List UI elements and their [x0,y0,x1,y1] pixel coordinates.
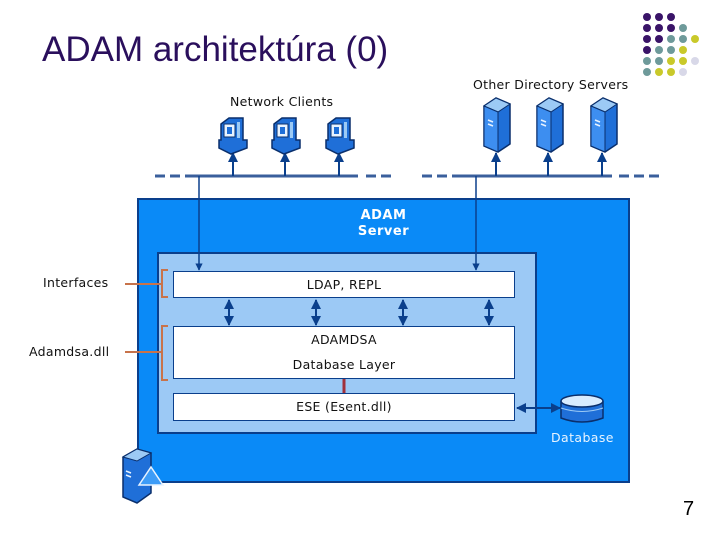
directory-server-icon [589,97,619,153]
server-title-line2: Server [357,224,410,239]
decorative-dot-grid [643,13,699,76]
other-directory-servers-label: Other Directory Servers [473,77,629,92]
network-client-icon [218,117,248,155]
server-title-line1: ADAM [360,208,407,223]
ldap-repl-layer: LDAP, REPL [173,271,515,298]
adamdsa-layer: ADAMDSA [173,326,515,353]
slide-title: ADAM architektúra (0) [42,30,389,69]
database-layer: Database Layer [173,352,515,379]
directory-server-icon [482,97,512,153]
page-number: 7 [683,498,695,520]
network-client-icon [325,117,355,155]
adam-server-title: ADAM Server [137,208,630,240]
ese-layer: ESE (Esent.dll) [173,393,515,421]
directory-server-icon [535,97,565,153]
adamdsa-dll-label: Adamdsa.dll [29,344,110,359]
interfaces-label: Interfaces [43,275,109,290]
network-client-icon [271,117,301,155]
database-label: Database [551,430,614,445]
network-clients-label: Network Clients [230,94,334,109]
client-uplinks [228,152,607,176]
